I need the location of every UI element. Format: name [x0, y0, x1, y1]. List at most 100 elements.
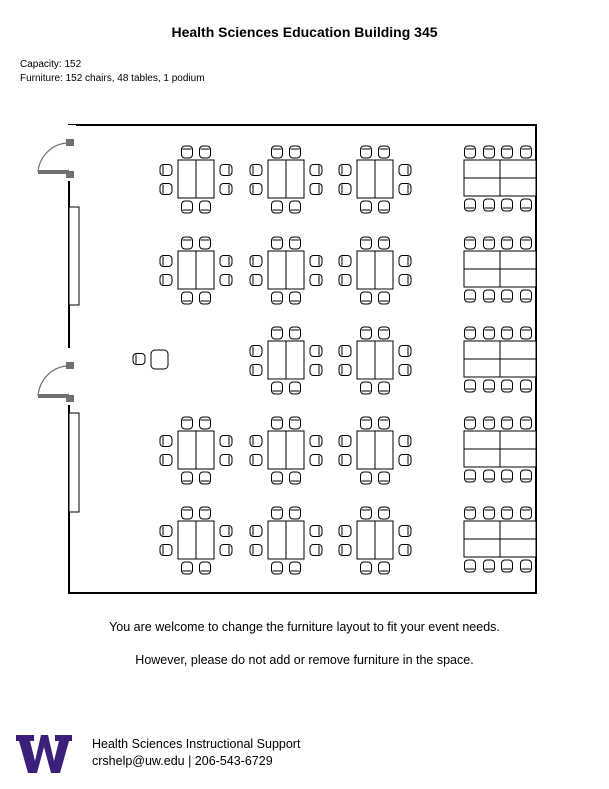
table-pod	[177, 250, 215, 290]
chair-icon	[464, 236, 476, 250]
chair-icon	[199, 471, 211, 485]
chair-seat	[159, 164, 173, 176]
chair-icon	[271, 561, 283, 575]
chair-icon	[199, 416, 211, 430]
chair-seat	[520, 469, 532, 483]
chair-icon	[501, 469, 513, 483]
chair-seat	[464, 289, 476, 303]
chair-icon	[378, 200, 390, 214]
chair-seat	[520, 145, 532, 159]
chair-seat	[271, 236, 283, 250]
chair-icon	[338, 183, 352, 195]
chair-seat	[520, 506, 532, 520]
chair-seat	[181, 506, 193, 520]
chair-icon	[378, 561, 390, 575]
chair-seat	[289, 471, 301, 485]
chair-seat	[199, 291, 211, 305]
chair-icon	[483, 416, 495, 430]
chair-icon	[501, 289, 513, 303]
chair-seat	[249, 364, 263, 376]
table-pod	[177, 520, 215, 560]
chair-icon	[249, 364, 263, 376]
chair-icon	[199, 506, 211, 520]
furniture-text: Furniture: 152 chairs, 48 tables, 1 podi…	[20, 73, 205, 84]
chair-icon	[271, 145, 283, 159]
chair-seat	[520, 559, 532, 573]
chair-icon	[199, 561, 211, 575]
chair-seat	[159, 183, 173, 195]
chair-seat	[483, 469, 495, 483]
chair-seat	[398, 274, 412, 286]
door-leaf	[38, 394, 69, 398]
chair-seat	[360, 381, 372, 395]
chair-seat	[520, 416, 532, 430]
chair-seat	[338, 345, 352, 357]
chair-seat	[219, 255, 233, 267]
chair-seat	[378, 200, 390, 214]
chair-seat	[338, 435, 352, 447]
chair-seat	[360, 326, 372, 340]
door-icon	[37, 125, 76, 181]
chair-seat	[520, 379, 532, 393]
capacity-text: Capacity: 152	[20, 59, 82, 70]
chair-seat	[464, 416, 476, 430]
chair-icon	[483, 506, 495, 520]
chair-icon	[378, 506, 390, 520]
chair-seat	[483, 506, 495, 520]
chair-seat	[483, 416, 495, 430]
chair-icon	[378, 471, 390, 485]
chair-icon	[289, 145, 301, 159]
chair-icon	[309, 544, 323, 556]
chair-seat	[309, 345, 323, 357]
chair-seat	[398, 345, 412, 357]
chair-seat	[520, 289, 532, 303]
chair-icon	[520, 506, 532, 520]
chair-icon	[360, 416, 372, 430]
chair-icon	[181, 291, 193, 305]
chair-icon	[219, 525, 233, 537]
chair-seat	[249, 274, 263, 286]
chair-icon	[520, 236, 532, 250]
chair-icon	[309, 345, 323, 357]
chair-seat	[464, 145, 476, 159]
wall-panel	[68, 412, 80, 513]
chair-icon	[501, 326, 513, 340]
door-swing	[37, 142, 70, 173]
chair-seat	[398, 454, 412, 466]
chair-seat	[249, 435, 263, 447]
chair-seat	[219, 454, 233, 466]
chair-seat	[249, 544, 263, 556]
chair-seat	[289, 145, 301, 159]
chair-seat	[219, 525, 233, 537]
chair-icon	[501, 198, 513, 212]
chair-icon	[338, 525, 352, 537]
chair-icon	[309, 435, 323, 447]
chair-seat	[464, 506, 476, 520]
chair-icon	[378, 326, 390, 340]
chair-seat	[199, 561, 211, 575]
chair-seat	[483, 379, 495, 393]
chair-seat	[219, 164, 233, 176]
chair-icon	[181, 506, 193, 520]
chair-seat	[289, 291, 301, 305]
chair-seat	[398, 435, 412, 447]
chair-seat	[483, 198, 495, 212]
chair-icon	[271, 236, 283, 250]
table-pod	[267, 430, 305, 470]
chair-icon	[219, 435, 233, 447]
chair-seat	[309, 274, 323, 286]
chair-seat	[271, 200, 283, 214]
chair-icon	[159, 164, 173, 176]
chair-seat	[289, 200, 301, 214]
chair-seat	[181, 561, 193, 575]
chair-seat	[378, 416, 390, 430]
chair-seat	[249, 183, 263, 195]
chair-icon	[289, 416, 301, 430]
chair-seat	[338, 183, 352, 195]
chair-seat	[309, 544, 323, 556]
chair-icon	[483, 379, 495, 393]
door-hinge	[66, 139, 74, 146]
table-pod	[177, 159, 215, 199]
